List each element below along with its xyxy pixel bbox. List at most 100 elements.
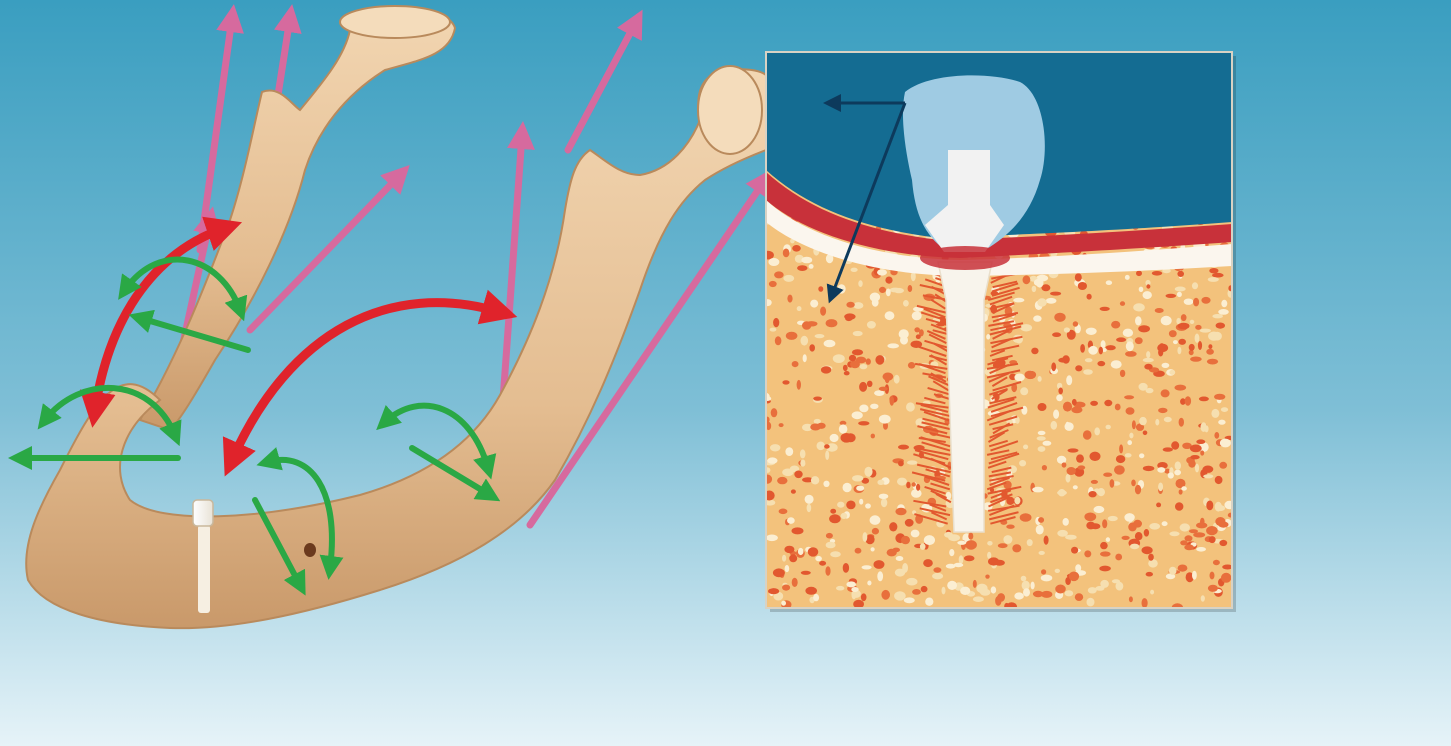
bone-spot bbox=[867, 321, 876, 329]
bone-spot bbox=[1214, 432, 1219, 439]
bone-spot bbox=[1116, 455, 1125, 463]
bone-spot bbox=[1041, 569, 1046, 574]
bone-spot bbox=[886, 289, 891, 297]
bone-spot bbox=[1179, 418, 1184, 427]
bone-spot bbox=[894, 375, 900, 384]
bone-spot bbox=[947, 581, 957, 590]
bone-spot bbox=[889, 522, 897, 531]
bone-spot bbox=[1013, 298, 1024, 303]
bone-spot bbox=[1143, 358, 1154, 362]
bone-spot bbox=[792, 527, 804, 534]
bone-spot bbox=[1050, 292, 1061, 296]
bone-spot bbox=[837, 284, 845, 293]
bone-spot bbox=[800, 449, 806, 458]
bone-spot bbox=[1058, 489, 1066, 496]
bone-spot bbox=[1142, 546, 1153, 554]
bone-spot bbox=[898, 460, 904, 466]
bone-spot bbox=[870, 515, 881, 525]
bone-spot bbox=[1139, 287, 1144, 292]
bone-spot bbox=[1181, 486, 1187, 490]
bone-spot bbox=[1085, 358, 1093, 362]
bone-spot bbox=[1149, 523, 1160, 530]
bone-spot bbox=[887, 549, 897, 557]
bone-spot bbox=[858, 280, 862, 287]
bone-spot bbox=[1106, 537, 1110, 542]
bone-spot bbox=[1066, 474, 1071, 483]
bone-spot bbox=[1003, 535, 1012, 544]
bone-spot bbox=[960, 587, 970, 595]
bone-spot bbox=[1144, 529, 1149, 537]
bone-spot bbox=[768, 588, 779, 594]
bone-spot bbox=[1175, 385, 1187, 391]
bone-spot bbox=[1020, 513, 1032, 522]
bone-spot bbox=[1184, 299, 1194, 305]
bone-spot bbox=[942, 587, 946, 595]
bone-spot bbox=[782, 555, 786, 562]
bone-spot bbox=[949, 549, 954, 556]
bone-spot bbox=[1051, 362, 1056, 371]
bone-spot bbox=[853, 331, 863, 336]
bone-spot bbox=[1110, 479, 1115, 488]
bone-spot bbox=[1157, 467, 1165, 473]
bone-spot bbox=[1102, 519, 1107, 528]
bone-spot bbox=[1056, 395, 1063, 402]
bone-spot bbox=[1169, 330, 1177, 337]
bone-spot bbox=[1190, 455, 1199, 459]
bone-spot bbox=[802, 321, 811, 330]
bone-spot bbox=[1057, 530, 1068, 537]
bone-spot bbox=[1023, 275, 1031, 284]
bone-spot bbox=[1100, 542, 1108, 549]
bone-spot bbox=[782, 469, 793, 477]
bone-spot bbox=[797, 265, 807, 271]
bone-spot bbox=[1075, 564, 1081, 571]
bone-spot bbox=[1006, 525, 1014, 529]
bone-spot bbox=[861, 593, 867, 601]
bone-spot bbox=[853, 302, 863, 309]
bone-spot bbox=[830, 509, 836, 514]
bone-spot bbox=[1200, 518, 1205, 526]
bone-spot bbox=[870, 404, 878, 409]
bone-spot bbox=[875, 355, 884, 365]
bone-spot bbox=[1184, 544, 1194, 550]
bone-spot bbox=[895, 508, 906, 515]
bone-spot bbox=[1177, 292, 1182, 297]
bone-spot bbox=[1123, 329, 1133, 337]
bone-spot bbox=[885, 277, 892, 284]
bone-spot bbox=[1075, 593, 1083, 601]
bone-spot bbox=[859, 405, 868, 413]
bone-spot bbox=[872, 299, 879, 307]
bone-spot bbox=[1146, 388, 1154, 393]
bone-spot bbox=[820, 307, 826, 316]
bone-spot bbox=[859, 382, 867, 392]
bone-spot bbox=[973, 596, 984, 602]
bone-spot bbox=[1021, 576, 1027, 582]
bone-spot bbox=[1078, 282, 1087, 290]
bone-spot bbox=[825, 566, 830, 575]
bone-spot bbox=[856, 486, 864, 491]
bone-spot bbox=[1169, 531, 1179, 536]
bone-spot bbox=[911, 489, 922, 498]
bone-spot bbox=[1178, 323, 1190, 330]
bone-spot bbox=[801, 336, 809, 346]
bone-spot bbox=[798, 548, 804, 555]
bone-spot bbox=[1201, 595, 1205, 601]
bone-spot bbox=[846, 302, 854, 308]
bone-spot bbox=[770, 328, 777, 332]
bone-spot bbox=[1106, 280, 1112, 285]
bone-spot bbox=[1031, 582, 1035, 590]
bone-spot bbox=[1208, 585, 1218, 592]
bone-spot bbox=[903, 300, 909, 307]
bone-spot bbox=[769, 281, 777, 287]
bone-spot bbox=[841, 513, 848, 519]
bone-spot bbox=[1177, 347, 1181, 355]
bone-spot bbox=[864, 467, 872, 477]
bone-spot bbox=[1207, 359, 1218, 365]
bone-spot bbox=[932, 573, 943, 580]
bone-spot bbox=[874, 560, 885, 569]
bone-spot bbox=[1221, 407, 1228, 412]
bone-spot bbox=[817, 442, 825, 451]
bone-spot bbox=[785, 565, 790, 572]
bone-spot bbox=[830, 551, 841, 557]
bone-spot bbox=[817, 423, 826, 429]
bone-spot bbox=[1020, 324, 1032, 331]
